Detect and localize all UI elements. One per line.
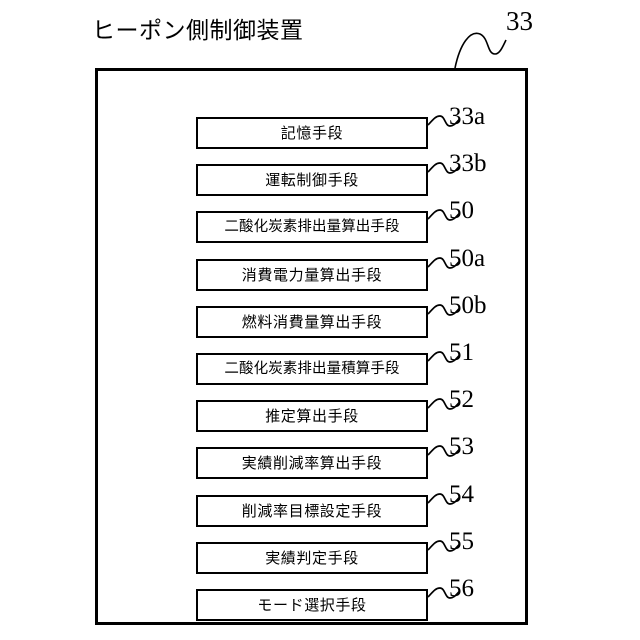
reference-numeral-33: 33 bbox=[506, 6, 533, 36]
block-label: 消費電力量算出手段 bbox=[241, 265, 383, 284]
block-50a: 消費電力量算出手段 bbox=[196, 259, 428, 291]
reference-numeral-53: 53 bbox=[449, 433, 474, 460]
block-label: 二酸化炭素排出量算出手段 bbox=[224, 218, 400, 235]
block-33a: 記憶手段 bbox=[196, 117, 428, 149]
block-label: 燃料消費量算出手段 bbox=[241, 312, 383, 331]
reference-numeral-33a: 33a bbox=[449, 103, 486, 130]
block-label: 運転制御手段 bbox=[265, 170, 359, 189]
reference-numeral-52: 52 bbox=[449, 386, 474, 413]
reference-numeral-50a: 50a bbox=[449, 245, 486, 272]
reference-numeral-54: 54 bbox=[449, 481, 474, 508]
block-50: 二酸化炭素排出量算出手段 bbox=[196, 211, 428, 243]
block-51: 二酸化炭素排出量積算手段 bbox=[196, 353, 428, 385]
controller-frame bbox=[95, 68, 528, 625]
block-53: 実績削減率算出手段 bbox=[196, 447, 428, 479]
reference-numeral-50: 50 bbox=[449, 197, 474, 224]
reference-numeral-55: 55 bbox=[449, 528, 474, 555]
block-label: モード選択手段 bbox=[257, 595, 367, 614]
reference-numeral-56: 56 bbox=[449, 575, 474, 602]
reference-numeral-50b: 50b bbox=[449, 292, 487, 319]
block-55: 実績判定手段 bbox=[196, 542, 428, 574]
block-label: 記憶手段 bbox=[280, 123, 344, 142]
reference-numeral-51: 51 bbox=[449, 339, 474, 366]
leader-line-33 bbox=[454, 32, 507, 69]
page-title: ヒーポン側制御装置 bbox=[92, 18, 304, 44]
reference-numeral-33b: 33b bbox=[449, 150, 487, 177]
block-label: 削減率目標設定手段 bbox=[241, 501, 383, 520]
block-50b: 燃料消費量算出手段 bbox=[196, 306, 428, 338]
block-56: モード選択手段 bbox=[196, 589, 428, 621]
block-label: 実績削減率算出手段 bbox=[241, 453, 383, 472]
block-52: 推定算出手段 bbox=[196, 400, 428, 432]
block-label: 実績判定手段 bbox=[265, 548, 359, 567]
block-33b: 運転制御手段 bbox=[196, 164, 428, 196]
block-label: 推定算出手段 bbox=[265, 406, 359, 425]
block-54: 削減率目標設定手段 bbox=[196, 495, 428, 527]
block-label: 二酸化炭素排出量積算手段 bbox=[224, 360, 400, 377]
